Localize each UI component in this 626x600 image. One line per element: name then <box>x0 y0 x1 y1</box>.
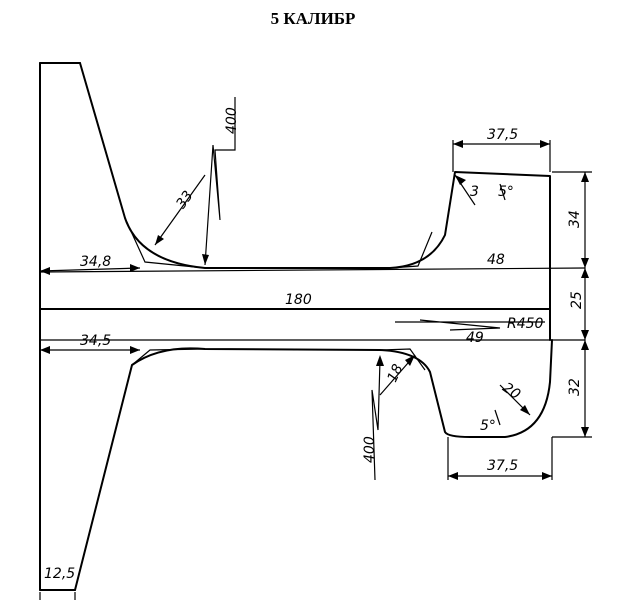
leader-r400-top <box>204 97 236 266</box>
label-37-5-bottom: 37,5 <box>487 458 518 474</box>
angle-mark-bottom <box>494 409 501 426</box>
label-r3: 3 <box>470 184 479 200</box>
label-34-8: 34,8 <box>80 254 111 270</box>
upper-right-tangent <box>389 231 433 269</box>
lower-profile-line <box>74 339 553 591</box>
label-5deg-bottom: 5° <box>480 418 496 434</box>
lower-left-tangent <box>131 348 206 366</box>
drawing-title: 5 КАЛИБР <box>271 9 356 28</box>
label-37-5-top: 37,5 <box>487 127 518 143</box>
label-r450: R450 <box>507 316 544 332</box>
label-5deg-top: 5° <box>498 184 514 200</box>
label-32: 32 <box>567 378 583 396</box>
upper-profile-line <box>79 62 551 273</box>
label-12-5: 12,5 <box>44 566 75 582</box>
label-r400-top: 400 <box>224 107 240 134</box>
label-180: 180 <box>285 292 312 308</box>
label-25: 25 <box>569 291 585 309</box>
label-34-5: 34,5 <box>80 333 111 349</box>
label-34: 34 <box>567 210 583 228</box>
label-r400-bottom: 400 <box>362 436 378 463</box>
dim-line-right-vertical <box>552 171 592 438</box>
lower-right-tangent <box>379 348 426 371</box>
label-r18: 18 <box>384 362 406 385</box>
dim-line-37-5-top <box>452 140 551 172</box>
dimension-texts: 34,8 34,5 180 48 49 R450 37,5 37,5 3 5° … <box>44 107 585 582</box>
angle-mark-top <box>499 183 506 201</box>
dimension-lines <box>39 97 592 600</box>
upper-left-tangent <box>124 217 206 269</box>
dim-line-12-5 <box>39 592 76 600</box>
dim-line-37-5-bottom <box>447 437 553 480</box>
label-48: 48 <box>487 252 505 268</box>
label-49: 49 <box>466 330 484 346</box>
label-r20: 20 <box>499 380 523 403</box>
leader-r450 <box>395 319 545 331</box>
leader-r33 <box>154 174 206 246</box>
leader-r400-bottom <box>371 359 381 481</box>
dim-line-34-8 <box>39 267 141 272</box>
